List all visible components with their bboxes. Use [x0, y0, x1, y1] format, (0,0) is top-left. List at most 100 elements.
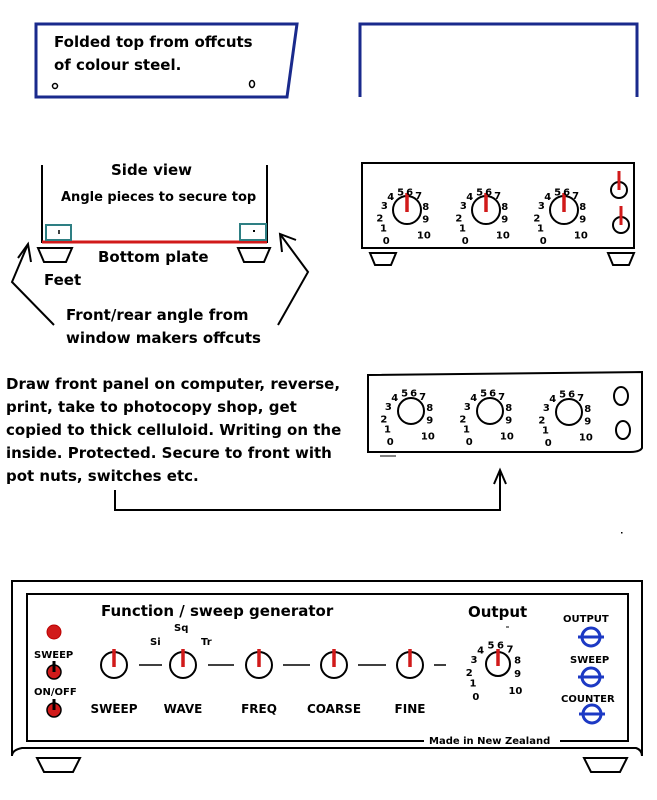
dial-numeral: 6: [489, 389, 496, 400]
dial-numeral: 10: [500, 432, 514, 443]
reversed-panel-hole-2: [615, 420, 631, 440]
side-view-title: Side view: [111, 161, 192, 179]
dial-numeral: 7: [572, 191, 579, 202]
dial-numeral: 0: [466, 437, 473, 448]
function-generator-panel: Function / sweep generator Output SWEEP …: [11, 580, 643, 773]
dial-numeral: 2: [459, 415, 466, 426]
dial-numeral: 9: [579, 215, 586, 226]
sweep-knob-label: SWEEP: [90, 702, 137, 716]
dial-numeral: 5: [401, 389, 408, 400]
dial-numeral: 7: [494, 191, 501, 202]
panel-instructions: Draw front panel on computer, reverse, p…: [6, 373, 358, 488]
folded-top-note-line2: of colour steel.: [54, 56, 181, 74]
dial-numeral: 0: [540, 236, 547, 247]
counter-jack[interactable]: [579, 703, 605, 725]
sweep-switch-label: SWEEP: [34, 650, 73, 661]
dial-numeral: 1: [542, 426, 549, 437]
onoff-switch-label: ON/OFF: [34, 687, 77, 698]
dial-numeral: 7: [415, 191, 422, 202]
panel-instructions-line1: Draw front panel on computer, reverse,: [6, 375, 341, 393]
folded-top-side: Folded top from offcuts of colour steel.: [34, 22, 299, 99]
dial-numeral: 4: [387, 192, 394, 203]
jack-label-output: OUTPUT: [563, 614, 609, 625]
stray-mark: [621, 532, 623, 534]
wave-option-tr: Tr: [201, 637, 212, 648]
dial-numeral: 9: [514, 669, 521, 680]
dial-numeral: 0: [462, 236, 469, 247]
dial-numeral: 8: [579, 202, 586, 213]
dial-numeral: 3: [381, 201, 388, 212]
dial-numeral: 2: [538, 416, 545, 427]
dial-numeral: 4: [544, 192, 551, 203]
output-title: Output: [468, 603, 527, 621]
dial-numeral: 5: [476, 188, 483, 199]
dial-numeral: 5: [488, 641, 495, 652]
jack-label-counter: COUNTER: [561, 694, 615, 705]
made-in-label-bg: [424, 733, 560, 747]
angle-arrow-right: [277, 232, 310, 326]
dial-numeral: 9: [422, 215, 429, 226]
dial-numeral: 10: [496, 231, 510, 242]
angle-piece-left: [45, 224, 72, 241]
panel-title: Function / sweep generator: [101, 602, 334, 620]
panel-instructions-line2: print, take to photocopy shop, get: [6, 398, 297, 416]
dial-numeral: 10: [417, 231, 431, 242]
side-view: Side view Angle pieces to secure top Bot…: [10, 161, 310, 347]
dial-numeral: 2: [533, 214, 540, 225]
panel-instructions-line5: pot nuts, switches etc.: [6, 467, 199, 485]
dial-numeral: 6: [568, 390, 575, 401]
dial-numeral: 4: [466, 192, 473, 203]
dial-numeral: 10: [421, 432, 435, 443]
dial-numeral: 0: [383, 236, 390, 247]
reversed-panel-outline: [367, 370, 643, 453]
angle-piece-right: [239, 223, 267, 241]
panel-instructions-line3: copied to thick celluloid. Writing on th…: [6, 421, 342, 439]
freq-knob-label: FREQ: [241, 702, 277, 716]
dial-numeral: 9: [426, 416, 433, 427]
folded-top-outline: [34, 22, 299, 99]
dial-numeral: 2: [376, 214, 383, 225]
dial-numeral: 3: [385, 402, 392, 413]
dial-numeral: 8: [505, 403, 512, 414]
dial-numeral: 10: [574, 231, 588, 242]
dial-numeral: 2: [466, 668, 473, 679]
dial-numeral: 9: [505, 416, 512, 427]
dial-numeral: 3: [470, 655, 477, 666]
dial-numeral: 7: [419, 392, 426, 403]
output-jacks: OUTPUT SWEEP COUNTER: [561, 614, 615, 725]
dial-numeral: 2: [455, 214, 462, 225]
front-rear-label-line1: Front/rear angle from: [66, 306, 249, 324]
enclosure-foot-right: [606, 252, 636, 266]
folded-top-front-outline: [358, 22, 639, 97]
folded-top-note-line1: Folded top from offcuts: [54, 33, 253, 51]
dial-numeral: 7: [498, 392, 505, 403]
dial-numeral: 6: [410, 389, 417, 400]
dial-numeral: 6: [406, 188, 413, 199]
output-jack[interactable]: [578, 626, 604, 648]
coarse-knob-label: COARSE: [307, 702, 361, 716]
dial-numeral: 4: [477, 645, 484, 656]
angle-pieces-label: Angle pieces to secure top: [61, 190, 256, 205]
front-rear-label-line2: window makers offcuts: [66, 329, 261, 347]
reversed-panel-hole-1: [613, 386, 629, 406]
dial-numeral: 5: [480, 389, 487, 400]
dial-numeral: 3: [543, 403, 550, 414]
power-indicator-led: [46, 624, 62, 640]
reversed-panel-knob: [555, 398, 583, 426]
dial-numeral: 8: [501, 202, 508, 213]
dial-numeral: 7: [507, 644, 514, 655]
dial-numeral: 2: [380, 415, 387, 426]
dial-numeral: 8: [426, 403, 433, 414]
sweep-jack[interactable]: [578, 666, 604, 688]
dial-numeral: 3: [464, 402, 471, 413]
bottom-plate-label: Bottom plate: [98, 248, 209, 266]
folded-top-hole-left: [51, 82, 59, 90]
folded-top-hole-right: [248, 79, 256, 89]
